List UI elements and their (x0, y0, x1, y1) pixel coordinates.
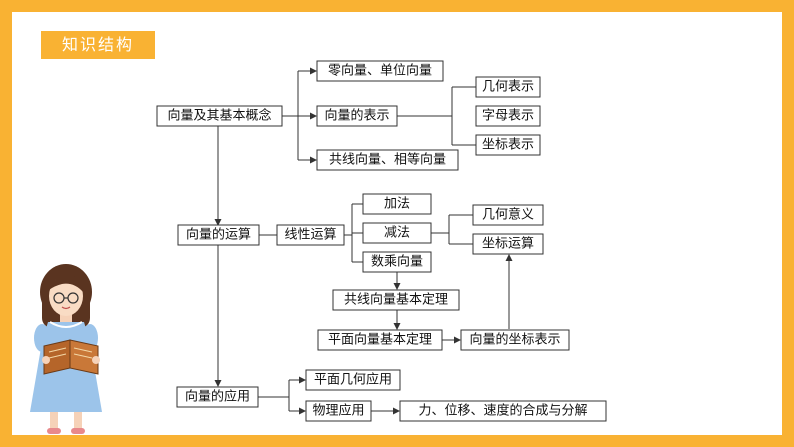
svg-text:向量及其基本概念: 向量及其基本概念 (167, 108, 271, 124)
node-scalar-multiplication: 数乘向量 (362, 251, 432, 273)
svg-text:数乘向量: 数乘向量 (371, 254, 423, 270)
node-coordinate-expression: 向量的坐标表示 (460, 329, 570, 351)
node-coordinate-operations: 坐标运算 (472, 233, 544, 255)
svg-text:零向量、单位向量: 零向量、单位向量 (328, 63, 432, 79)
svg-text:向量的坐标表示: 向量的坐标表示 (469, 332, 560, 348)
svg-text:物理应用: 物理应用 (312, 403, 364, 419)
node-zero-unit-vector: 零向量、单位向量 (316, 60, 444, 82)
node-linear-operations: 线性运算 (276, 224, 345, 246)
svg-text:平面几何应用: 平面几何应用 (314, 372, 392, 388)
node-collinear-theorem: 共线向量基本定理 (332, 289, 460, 311)
svg-text:几何意义: 几何意义 (482, 207, 534, 223)
node-vector-concept: 向量及其基本概念 (156, 105, 283, 127)
node-plane-vector-theorem: 平面向量基本定理 (317, 329, 443, 351)
node-geometric-meaning: 几何意义 (472, 204, 544, 226)
svg-text:向量的表示: 向量的表示 (324, 108, 389, 124)
node-geometric-representation: 几何表示 (475, 76, 541, 98)
svg-text:减法: 减法 (384, 226, 410, 241)
svg-text:坐标表示: 坐标表示 (482, 138, 534, 153)
svg-text:共线向量、相等向量: 共线向量、相等向量 (329, 152, 446, 168)
node-physics-application: 物理应用 (305, 400, 372, 422)
connectors (214, 67, 513, 415)
svg-text:力、位移、速度的合成与分解: 力、位移、速度的合成与分解 (418, 403, 587, 419)
svg-text:几何表示: 几何表示 (482, 79, 534, 95)
node-physics-detail: 力、位移、速度的合成与分解 (399, 400, 607, 422)
node-plane-geometry-application: 平面几何应用 (305, 369, 401, 391)
svg-text:字母表示: 字母表示 (482, 109, 534, 124)
node-letter-representation: 字母表示 (475, 105, 541, 127)
node-coordinate-representation: 坐标表示 (475, 134, 541, 156)
girl-reading-illustration (30, 264, 102, 434)
svg-text:线性运算: 线性运算 (284, 228, 336, 243)
svg-text:平面向量基本定理: 平面向量基本定理 (328, 332, 432, 348)
node-collinear-equal-vectors: 共线向量、相等向量 (316, 149, 459, 171)
node-vector-applications: 向量的应用 (176, 386, 259, 408)
node-vector-representation: 向量的表示 (316, 105, 398, 127)
svg-text:加法: 加法 (384, 197, 410, 212)
node-subtraction: 减法 (362, 222, 432, 244)
svg-text:向量的应用: 向量的应用 (185, 389, 250, 405)
node-addition: 加法 (362, 193, 432, 215)
svg-text:共线向量基本定理: 共线向量基本定理 (344, 292, 448, 308)
svg-text:坐标运算: 坐标运算 (482, 237, 534, 252)
section-badge: 知识结构 (41, 31, 155, 59)
svg-text:向量的运算: 向量的运算 (186, 227, 251, 243)
node-vector-operations: 向量的运算 (177, 224, 260, 246)
